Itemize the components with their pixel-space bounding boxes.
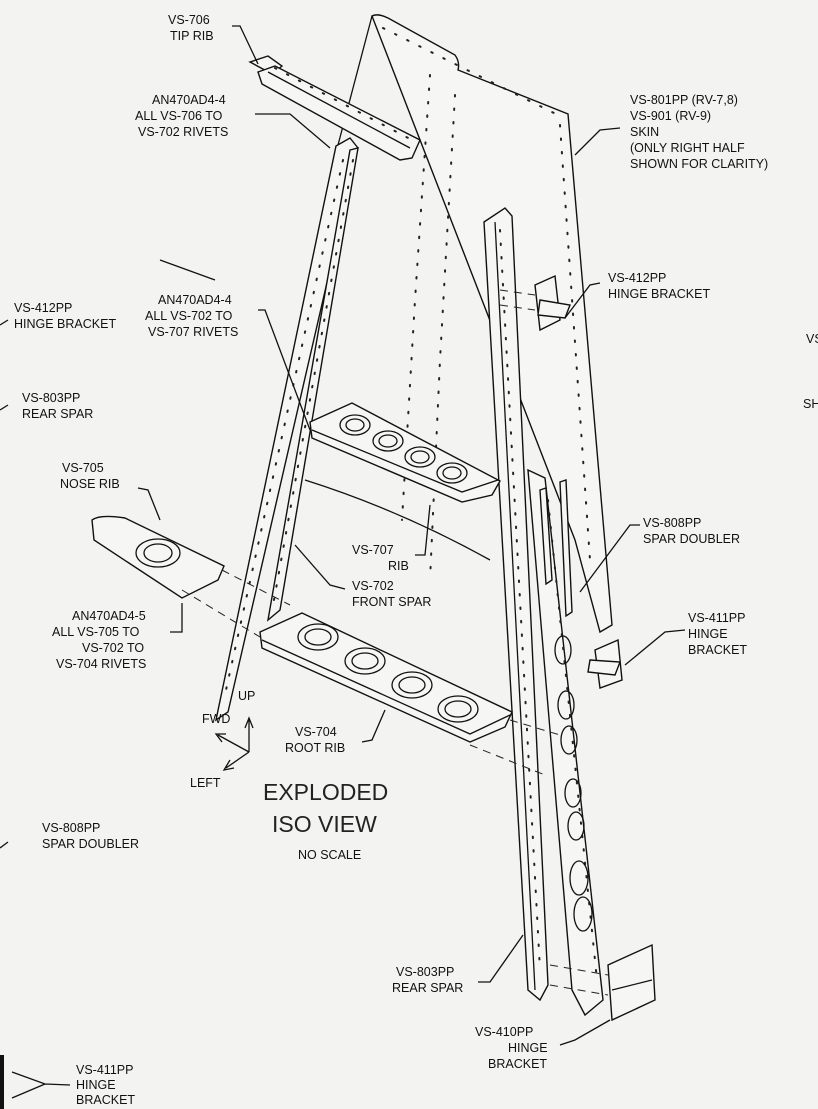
nose-rib-part (91, 515, 291, 641)
hinge-bracket-412-part (499, 274, 571, 332)
tip-rib-part (248, 55, 421, 161)
rear-spar-part (483, 207, 604, 1017)
axis-fwd-label: FWD (202, 712, 230, 726)
title-line-1: EXPLODED (263, 779, 388, 805)
lightening-holes (554, 635, 593, 932)
skin-part (337, 14, 613, 634)
scale-note: NO SCALE (298, 848, 361, 862)
axis-left-label: LEFT (190, 776, 221, 790)
orientation-axes: UP FWD LEFT (190, 689, 255, 790)
title-line-2: ISO VIEW (272, 811, 377, 837)
view-title: EXPLODED ISO VIEW NO SCALE (263, 779, 388, 862)
hinge-bracket-411-part (587, 638, 623, 689)
root-rib-part (259, 612, 561, 776)
leader-lines (0, 25, 686, 1109)
axis-up-label: UP (238, 689, 255, 703)
label-edge-fragment-sh: SH (803, 397, 818, 411)
front-spar-part (159, 137, 359, 722)
label-skin: VS-801PP (RV-7,8)VS-901 (RV-9)SKIN(ONLY … (630, 93, 768, 171)
label-edge-fragment-vs: VS (806, 332, 818, 346)
hinge-bracket-410-part (549, 943, 656, 1022)
rib-707-part (304, 402, 501, 561)
